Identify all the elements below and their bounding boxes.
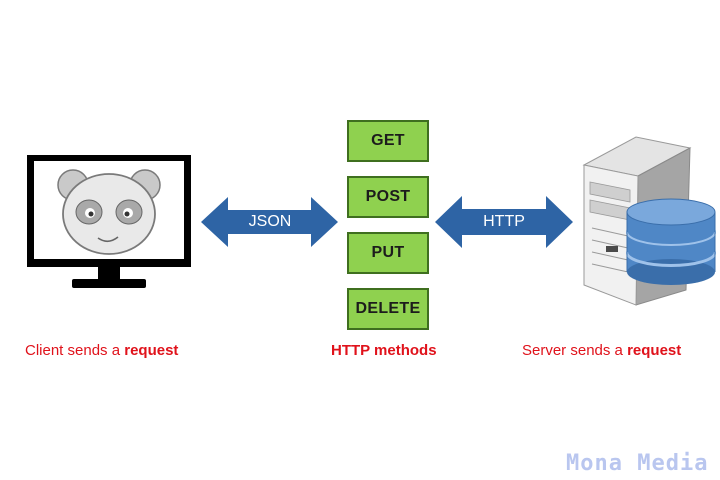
method-post: POST xyxy=(347,176,429,218)
center-caption: HTTP methods xyxy=(331,342,437,359)
http-arrow xyxy=(435,196,573,248)
database-icon xyxy=(626,198,716,285)
client-caption-text: Client sends a xyxy=(25,342,125,359)
client-caption: Client sends a request xyxy=(25,342,178,359)
server-caption: Server sends a request xyxy=(522,342,681,359)
method-get: GET xyxy=(347,120,429,162)
server-caption-text: Server sends a xyxy=(522,342,628,359)
http-arrow-label: HTTP xyxy=(483,213,525,230)
method-delete: DELETE xyxy=(347,288,429,330)
panda-icon xyxy=(57,169,161,255)
json-arrow-label: JSON xyxy=(248,213,292,230)
method-put: PUT xyxy=(347,232,429,274)
json-arrow xyxy=(201,197,338,247)
client-caption-emphasis: request xyxy=(124,342,179,359)
server-caption-emphasis: request xyxy=(627,342,682,359)
watermark: Mona Media xyxy=(566,451,709,476)
